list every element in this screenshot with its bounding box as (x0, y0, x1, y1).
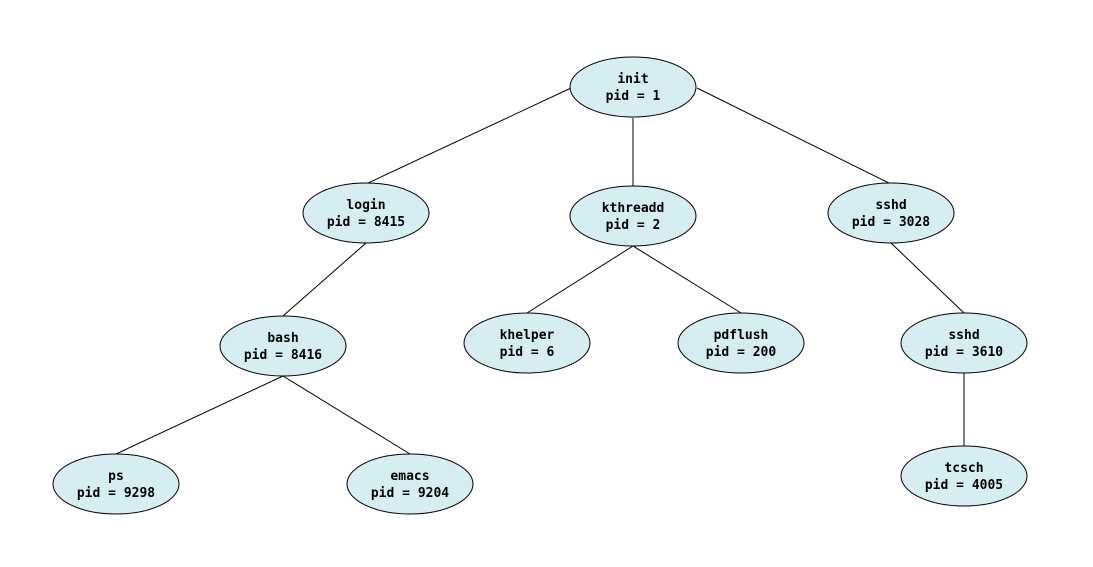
process-name-label: pdflush (714, 328, 769, 343)
process-pid-label: pid = 200 (706, 345, 777, 360)
process-node-shape (900, 445, 1028, 507)
process-pid-label: pid = 8415 (327, 215, 405, 230)
process-node-shape (900, 312, 1028, 374)
process-pid-label: pid = 3610 (925, 345, 1003, 360)
process-name-label: sshd (948, 328, 979, 343)
process-name-label: sshd (875, 198, 906, 213)
edge-bash-to-ps (115, 375, 284, 455)
process-pid-label: pid = 4005 (925, 478, 1003, 493)
process-name-label: init (617, 72, 648, 87)
edge-init-to-login (365, 87, 572, 185)
edge-init-to-sshd-3028 (696, 87, 892, 185)
process-name-label: ps (108, 469, 124, 484)
process-node-ps: ps pid = 9298 (52, 453, 180, 515)
edge-kthreadd-to-pdflush (632, 245, 742, 314)
process-node-sshd-3610: sshd pid = 3610 (900, 312, 1028, 374)
process-node-kthreadd: kthreadd pid = 2 (569, 185, 697, 247)
edge-kthreadd-to-khelper (526, 245, 634, 314)
process-name-label: emacs (390, 469, 429, 484)
edges-layer (115, 87, 965, 455)
nodes-layer: init pid = 1 login pid = 8415 kthreadd pid = … (52, 56, 1028, 515)
edge-bash-to-emacs (282, 375, 411, 455)
process-pid-label: pid = 8416 (244, 348, 322, 363)
process-pid-label: pid = 6 (500, 345, 555, 360)
process-node-pdflush: pdflush pid = 200 (677, 312, 805, 374)
process-node-bash: bash pid = 8416 (219, 315, 347, 377)
edge-login-to-bash (282, 242, 367, 317)
process-pid-label: pid = 9298 (77, 486, 155, 501)
process-node-shape (569, 185, 697, 247)
process-node-login: login pid = 8415 (302, 182, 430, 244)
process-name-label: bash (267, 331, 298, 346)
process-node-init: init pid = 1 (569, 56, 697, 118)
process-name-label: kthreadd (602, 201, 665, 216)
process-node-khelper: khelper pid = 6 (463, 312, 591, 374)
process-name-label: login (346, 198, 385, 213)
process-pid-label: pid = 2 (606, 218, 661, 233)
process-node-shape (827, 182, 955, 244)
edge-sshd-3028-to-sshd-3610 (890, 242, 965, 314)
process-node-shape (52, 453, 180, 515)
process-node-shape (569, 56, 697, 118)
process-node-shape (346, 453, 474, 515)
process-pid-label: pid = 3028 (852, 215, 930, 230)
process-pid-label: pid = 9204 (371, 486, 449, 501)
process-node-shape (302, 182, 430, 244)
process-name-label: tcsch (944, 461, 983, 476)
process-node-shape (219, 315, 347, 377)
process-name-label: khelper (500, 328, 555, 343)
process-node-shape (463, 312, 591, 374)
process-node-shape (677, 312, 805, 374)
process-node-sshd-3028: sshd pid = 3028 (827, 182, 955, 244)
process-node-tcsch: tcsch pid = 4005 (900, 445, 1028, 507)
process-node-emacs: emacs pid = 9204 (346, 453, 474, 515)
process-pid-label: pid = 1 (606, 89, 661, 104)
